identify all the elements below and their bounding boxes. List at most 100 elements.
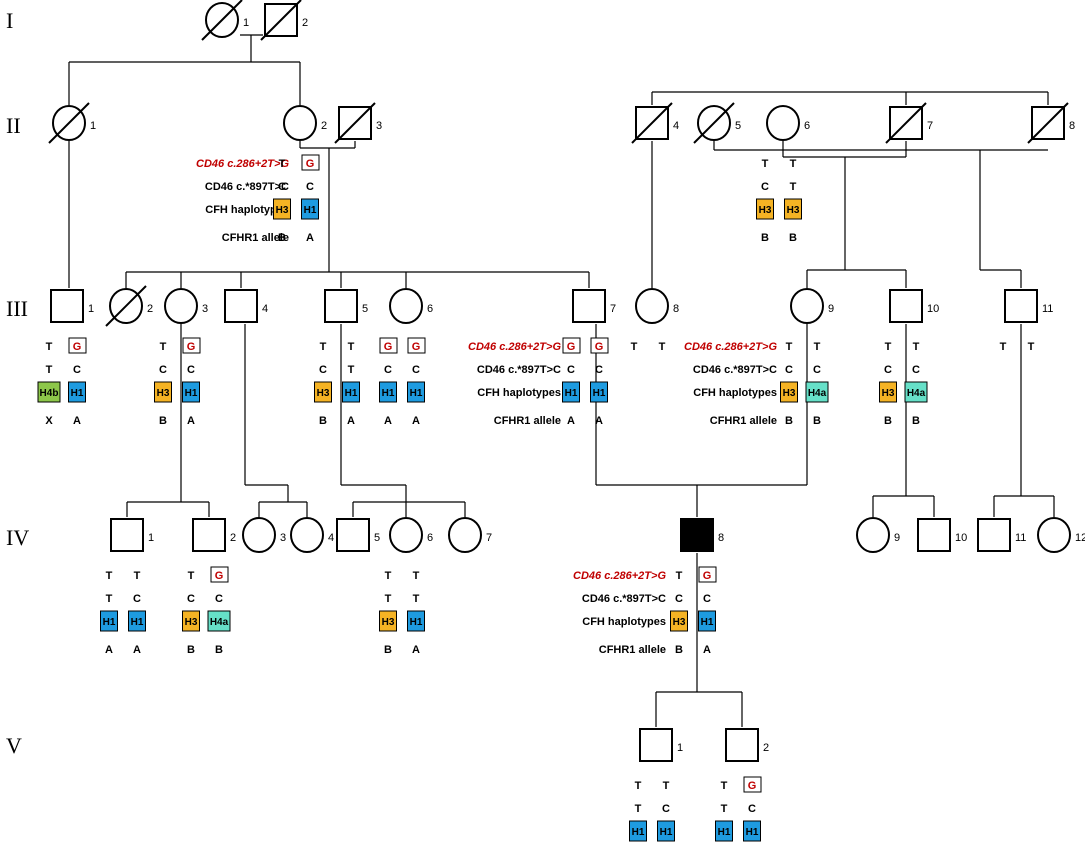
mutation-allele: G (748, 780, 757, 792)
haplotype-label: H3 (185, 617, 198, 628)
haplotype-box (756, 198, 774, 220)
individual-number: 2 (147, 303, 153, 315)
individual-IV-12[interactable]: 12 (1037, 517, 1085, 553)
female-symbol (766, 105, 800, 141)
haplotype-label: H1 (410, 388, 423, 399)
individual-IV-4[interactable]: 4 (290, 517, 334, 553)
cfhr1-allele: B (319, 415, 327, 427)
haplotype-label: H3 (783, 388, 796, 399)
individual-number: 8 (718, 532, 724, 544)
generation-label-V: V (6, 733, 22, 758)
cfhr1-allele: B (761, 232, 769, 244)
individual-number: 7 (610, 303, 616, 315)
haplotype-label: H1 (593, 388, 606, 399)
female-symbol (283, 105, 317, 141)
snp-allele: C (278, 181, 286, 193)
haplotype-box (407, 610, 425, 632)
individual-IV-10[interactable]: 10 (917, 518, 967, 552)
snp-allele: T (106, 593, 113, 605)
snp-allele: C (703, 593, 711, 605)
haplotype-label: H1 (746, 827, 759, 838)
individual-II-5[interactable]: 5 (693, 102, 741, 144)
mutation-allele: G (215, 570, 224, 582)
individual-number: 5 (374, 532, 380, 544)
deceased-slash (48, 102, 90, 144)
individual-IV-11[interactable]: 11 (977, 518, 1026, 552)
haplotype-box (68, 381, 86, 403)
haplotype-box (562, 381, 580, 403)
haplotype-label: H3 (787, 205, 800, 216)
mutation-allele: T (413, 570, 420, 582)
haplotype-label: H4a (210, 617, 229, 628)
male-symbol (192, 518, 226, 552)
haplotype-box (670, 610, 688, 632)
cfhr1-allele: B (187, 644, 195, 656)
individual-number: 3 (280, 532, 286, 544)
cfhr1-allele: B (278, 232, 286, 244)
mutation-allele: T (786, 341, 793, 353)
individual-II-1[interactable]: 1 (48, 102, 96, 144)
individual-II-3[interactable]: 3 (334, 102, 382, 144)
snp-allele: C (159, 364, 167, 376)
mutation-allele: G (595, 341, 604, 353)
female-symbol (164, 288, 198, 324)
individual-IV-7[interactable]: 7 (448, 517, 492, 553)
mutation-allele: G (703, 570, 712, 582)
deceased-slash (1027, 102, 1069, 144)
deceased-slash (201, 0, 243, 41)
individual-III-2[interactable]: 2 (105, 285, 153, 327)
female-symbol (635, 288, 669, 324)
individual-IV-5[interactable]: 5 (336, 518, 380, 552)
individual-II-7[interactable]: 7 (885, 102, 933, 144)
snp-allele: C (595, 364, 603, 376)
mutation-box (698, 566, 717, 583)
snp-allele: T (413, 593, 420, 605)
male-symbol (50, 289, 84, 323)
haplotype-box (784, 198, 802, 220)
deceased-slash (334, 102, 376, 144)
individual-IV-3[interactable]: 3 (242, 517, 286, 553)
row-label-snp: CD46 c.*897T>C (477, 364, 561, 376)
individual-II-4[interactable]: 4 (631, 102, 679, 144)
cfhr1-allele: B (789, 232, 797, 244)
cfhr1-allele: X (45, 415, 53, 427)
haplotype-label: H3 (882, 388, 895, 399)
individual-I-2[interactable]: 2 (260, 0, 308, 41)
cfhr1-allele: B (159, 415, 167, 427)
individual-IV-9[interactable]: 9 (856, 517, 900, 553)
mutation-box (379, 337, 398, 354)
mutation-allele: T (160, 341, 167, 353)
haplotype-label: H1 (632, 827, 645, 838)
mutation-allele: T (134, 570, 141, 582)
haplotype-box (743, 820, 761, 842)
mutation-box (562, 337, 581, 354)
female-symbol (290, 517, 324, 553)
mutation-box (301, 154, 320, 171)
individual-II-8[interactable]: 8 (1027, 102, 1075, 144)
individual-number: 2 (763, 742, 769, 754)
cfhr1-allele: A (595, 415, 603, 427)
individual-I-1[interactable]: 1 (201, 0, 249, 41)
individual-number: 1 (90, 120, 96, 132)
mutation-allele: T (1028, 341, 1035, 353)
individual-V-2[interactable]: 2TGTCH1H1AA (715, 728, 770, 851)
individual-III-4[interactable]: 4 (224, 289, 268, 323)
